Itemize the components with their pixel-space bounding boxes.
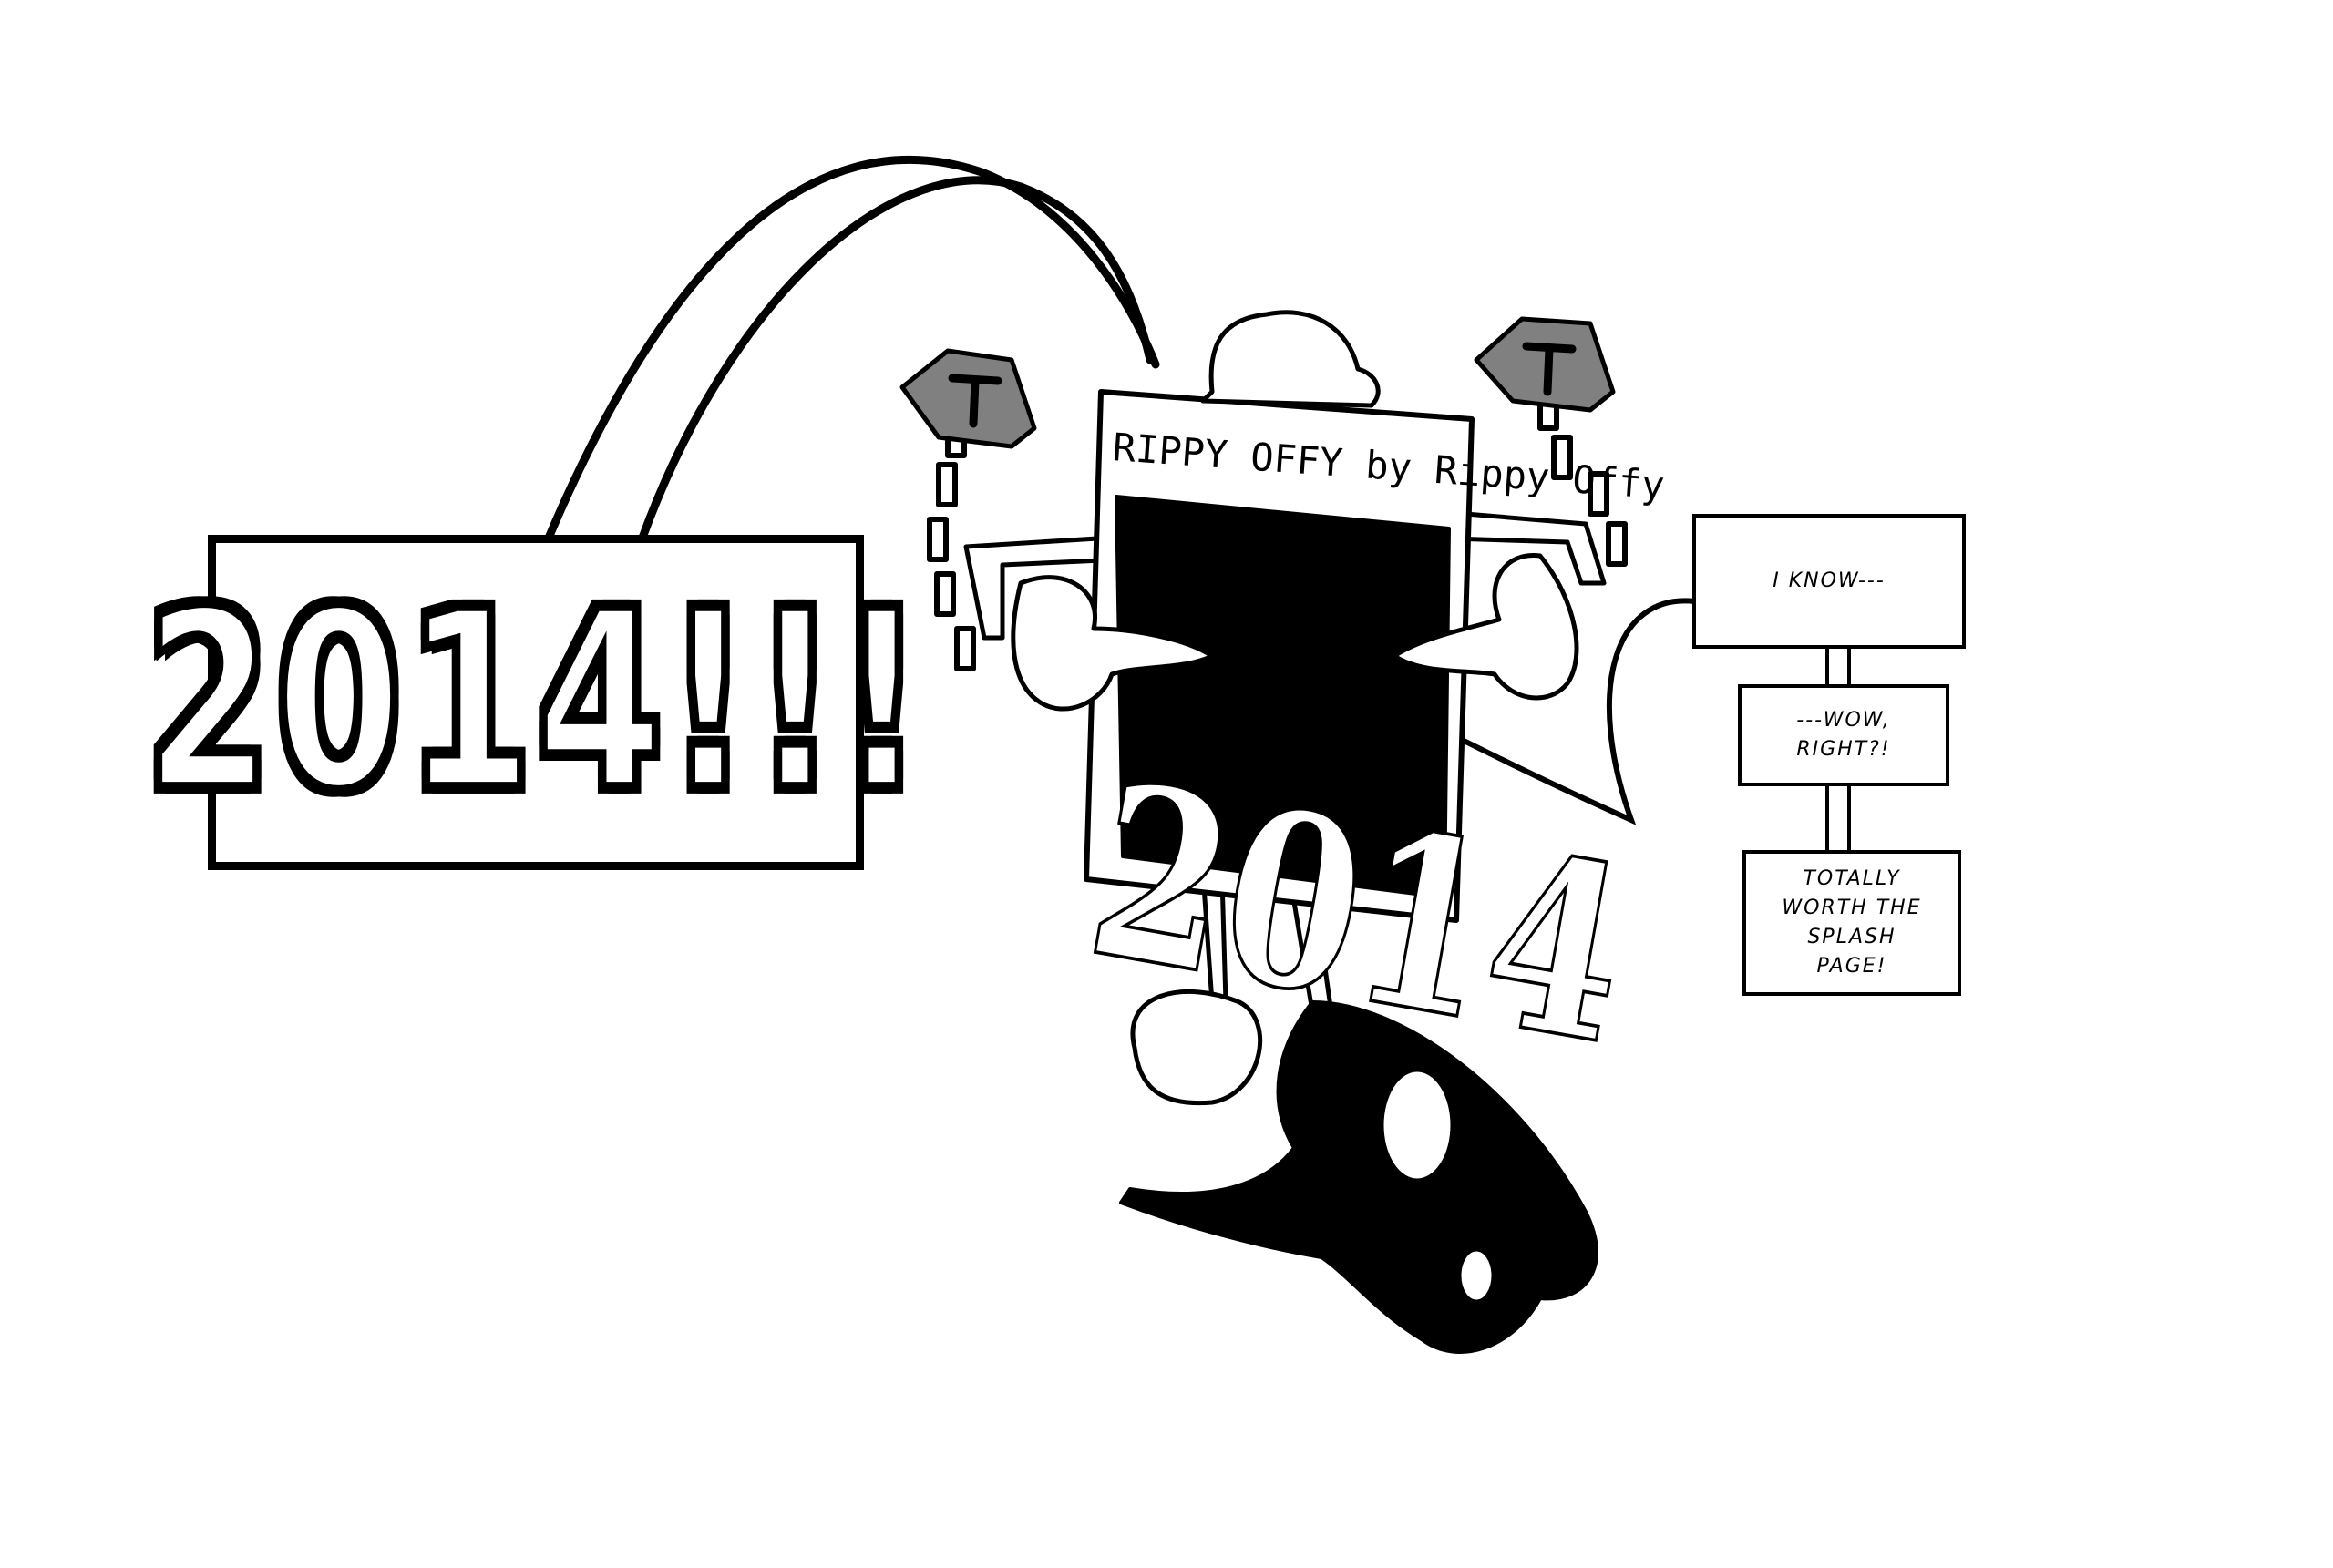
caption-text-3: TOTALLY WORTH THE SPLASH PAGE! [1782, 867, 1922, 978]
right-flag-t [1522, 342, 1577, 396]
left-flag-t [948, 374, 1002, 428]
speech-balloon-box: 2014!!! [141, 535, 927, 870]
right-hand [1392, 553, 1579, 701]
left-shoe [1130, 989, 1262, 1106]
caption-text-1: I KNOW--- [1773, 569, 1886, 593]
caption-box-3: TOTALLY WORTH THE SPLASH PAGE! [1742, 850, 1961, 996]
shoe-highlight [1381, 1069, 1454, 1182]
hat [1200, 310, 1381, 408]
sign-black-panel [1115, 495, 1451, 899]
shoe-highlight-2 [1458, 1248, 1495, 1303]
character-sign-mascot [899, 310, 1628, 1354]
caption-box-1: I KNOW--- [1692, 514, 1966, 649]
left-gray-flag [899, 348, 1037, 449]
caption-box-2: ---WOW, RIGHT?! [1738, 684, 1949, 786]
balloon-tail [542, 155, 1160, 547]
speech-balloon-text: 2014!!! [141, 559, 928, 845]
caption-text-2: ---WOW, RIGHT?! [1796, 709, 1891, 761]
left-hand [1011, 575, 1215, 712]
left-chain [927, 416, 976, 671]
caption-tail [1402, 598, 1696, 825]
